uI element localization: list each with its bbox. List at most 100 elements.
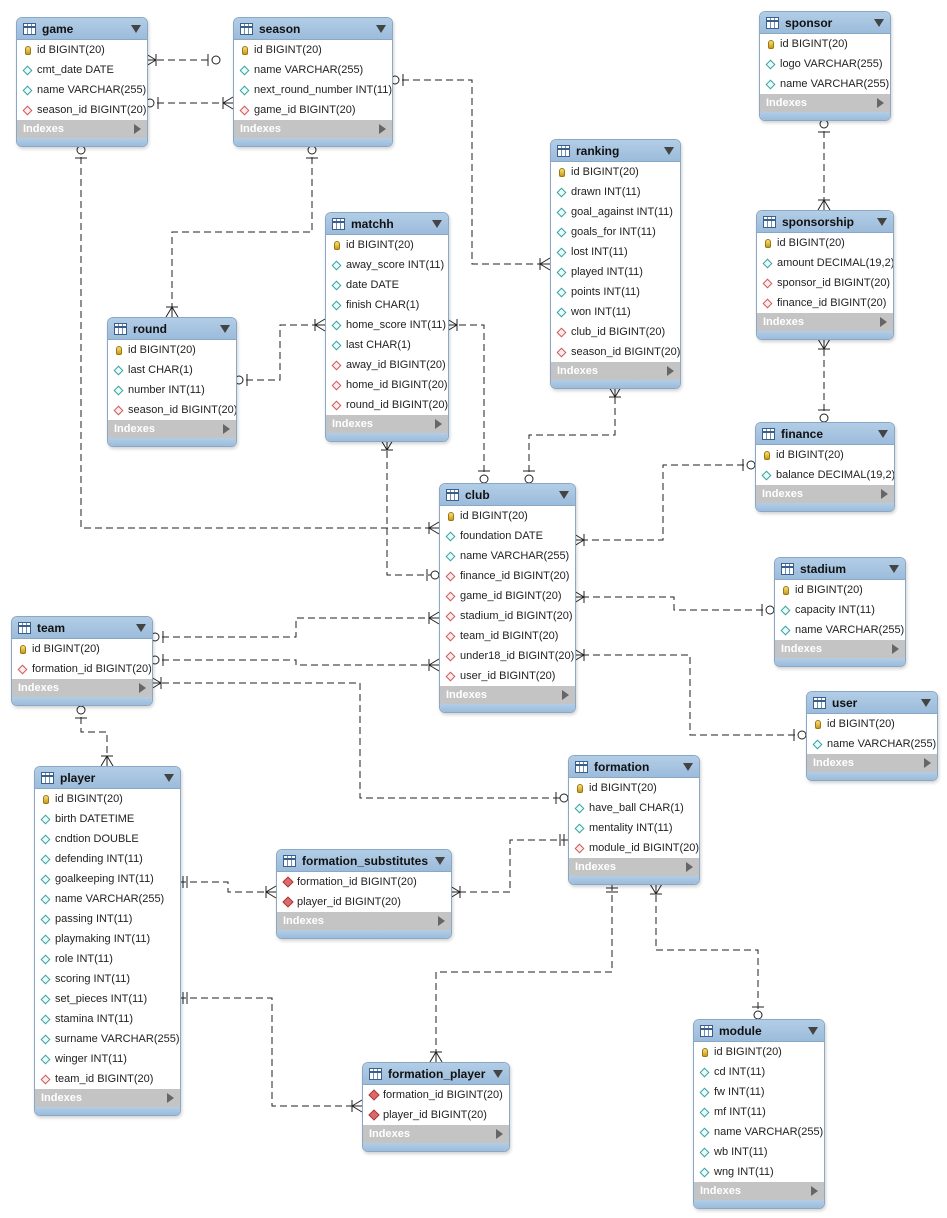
table-header[interactable]: formation_substitutes: [277, 850, 451, 872]
column-row[interactable]: next_round_number INT(11): [234, 80, 392, 100]
indexes-section[interactable]: Indexes: [12, 679, 152, 697]
table-header[interactable]: ranking: [551, 140, 680, 162]
column-row[interactable]: player_id BIGINT(20): [363, 1105, 509, 1125]
relationship-club-ranking[interactable]: [523, 386, 622, 484]
relationship-sponsor-sponsorship[interactable]: [817, 119, 831, 211]
column-row[interactable]: foundation DATE: [440, 526, 575, 546]
expand-arrow-icon[interactable]: [167, 1093, 174, 1103]
table-header[interactable]: game: [17, 18, 147, 40]
relationship-matchh-club[interactable]: [380, 439, 440, 581]
column-row[interactable]: id BIGINT(20): [108, 340, 236, 360]
column-row[interactable]: team_id BIGINT(20): [440, 626, 575, 646]
column-row[interactable]: set_pieces INT(11): [35, 989, 180, 1009]
column-row[interactable]: playmaking INT(11): [35, 929, 180, 949]
expand-arrow-icon[interactable]: [379, 124, 386, 134]
column-row[interactable]: stadium_id BIGINT(20): [440, 606, 575, 626]
relationship-formation-formation_substitutes[interactable]: [449, 834, 568, 899]
collapse-arrow-icon[interactable]: [559, 490, 569, 499]
table-header[interactable]: club: [440, 484, 575, 506]
table-header[interactable]: season: [234, 18, 392, 40]
indexes-section[interactable]: Indexes: [807, 754, 937, 772]
collapse-arrow-icon[interactable]: [808, 1026, 818, 1035]
column-row[interactable]: user_id BIGINT(20): [440, 666, 575, 686]
column-row[interactable]: id BIGINT(20): [775, 580, 905, 600]
column-row[interactable]: formation_id BIGINT(20): [363, 1085, 509, 1105]
table-header[interactable]: stadium: [775, 558, 905, 580]
column-row[interactable]: round_id BIGINT(20): [326, 395, 448, 415]
column-row[interactable]: player_id BIGINT(20): [277, 892, 451, 912]
collapse-arrow-icon[interactable]: [376, 24, 386, 33]
expand-arrow-icon[interactable]: [139, 683, 146, 693]
indexes-section[interactable]: Indexes: [277, 912, 451, 930]
column-row[interactable]: name VARCHAR(255): [775, 620, 905, 640]
collapse-arrow-icon[interactable]: [683, 762, 693, 771]
expand-arrow-icon[interactable]: [877, 98, 884, 108]
collapse-arrow-icon[interactable]: [493, 1069, 503, 1078]
column-row[interactable]: lost INT(11): [551, 242, 680, 262]
column-row[interactable]: away_id BIGINT(20): [326, 355, 448, 375]
column-row[interactable]: home_id BIGINT(20): [326, 375, 448, 395]
relationship-team-club[interactable]: [150, 654, 440, 672]
column-row[interactable]: club_id BIGINT(20): [551, 322, 680, 342]
column-row[interactable]: last CHAR(1): [108, 360, 236, 380]
column-row[interactable]: points INT(11): [551, 282, 680, 302]
indexes-section[interactable]: Indexes: [326, 415, 448, 433]
table-header[interactable]: team: [12, 617, 152, 639]
relationship-player-formation_substitutes[interactable]: [179, 876, 277, 899]
relationship-season-ranking[interactable]: [390, 74, 551, 271]
column-row[interactable]: game_id BIGINT(20): [234, 100, 392, 120]
column-row[interactable]: name VARCHAR(255): [694, 1122, 824, 1142]
relationship-player-formation_player[interactable]: [179, 992, 363, 1113]
column-row[interactable]: formation_id BIGINT(20): [277, 872, 451, 892]
column-row[interactable]: logo VARCHAR(255): [760, 54, 890, 74]
collapse-arrow-icon[interactable]: [921, 698, 931, 707]
column-row[interactable]: name VARCHAR(255): [17, 80, 147, 100]
indexes-section[interactable]: Indexes: [440, 686, 575, 704]
indexes-section[interactable]: Indexes: [551, 362, 680, 380]
expand-arrow-icon[interactable]: [686, 862, 693, 872]
relationship-team-club[interactable]: [150, 611, 440, 643]
indexes-section[interactable]: Indexes: [234, 120, 392, 138]
table-header[interactable]: round: [108, 318, 236, 340]
column-row[interactable]: passing INT(11): [35, 909, 180, 929]
column-row[interactable]: surname VARCHAR(255): [35, 1029, 180, 1049]
indexes-section[interactable]: Indexes: [363, 1125, 509, 1143]
table-header[interactable]: formation: [569, 756, 699, 778]
column-row[interactable]: birth DATETIME: [35, 809, 180, 829]
collapse-arrow-icon[interactable]: [889, 564, 899, 573]
column-row[interactable]: id BIGINT(20): [807, 714, 937, 734]
column-row[interactable]: number INT(11): [108, 380, 236, 400]
collapse-arrow-icon[interactable]: [220, 324, 230, 333]
relationship-formation-module[interactable]: [649, 883, 764, 1020]
column-row[interactable]: last CHAR(1): [326, 335, 448, 355]
collapse-arrow-icon[interactable]: [877, 217, 887, 226]
expand-arrow-icon[interactable]: [438, 916, 445, 926]
column-row[interactable]: winger INT(11): [35, 1049, 180, 1069]
column-row[interactable]: module_id BIGINT(20): [569, 838, 699, 858]
column-row[interactable]: season_id BIGINT(20): [108, 400, 236, 420]
expand-arrow-icon[interactable]: [435, 419, 442, 429]
column-row[interactable]: id BIGINT(20): [757, 233, 893, 253]
collapse-arrow-icon[interactable]: [878, 429, 888, 438]
relationship-team-player[interactable]: [75, 705, 114, 767]
expand-arrow-icon[interactable]: [134, 124, 141, 134]
column-row[interactable]: have_ball CHAR(1): [569, 798, 699, 818]
column-row[interactable]: id BIGINT(20): [17, 40, 147, 60]
column-row[interactable]: sponsor_id BIGINT(20): [757, 273, 893, 293]
column-row[interactable]: formation_id BIGINT(20): [12, 659, 152, 679]
column-row[interactable]: finance_id BIGINT(20): [757, 293, 893, 313]
indexes-section[interactable]: Indexes: [108, 420, 236, 438]
column-row[interactable]: name VARCHAR(255): [440, 546, 575, 566]
indexes-section[interactable]: Indexes: [35, 1089, 180, 1107]
relationship-round-matchh[interactable]: [234, 318, 326, 386]
column-row[interactable]: under18_id BIGINT(20): [440, 646, 575, 666]
collapse-arrow-icon[interactable]: [131, 24, 141, 33]
collapse-arrow-icon[interactable]: [874, 18, 884, 27]
column-row[interactable]: scoring INT(11): [35, 969, 180, 989]
